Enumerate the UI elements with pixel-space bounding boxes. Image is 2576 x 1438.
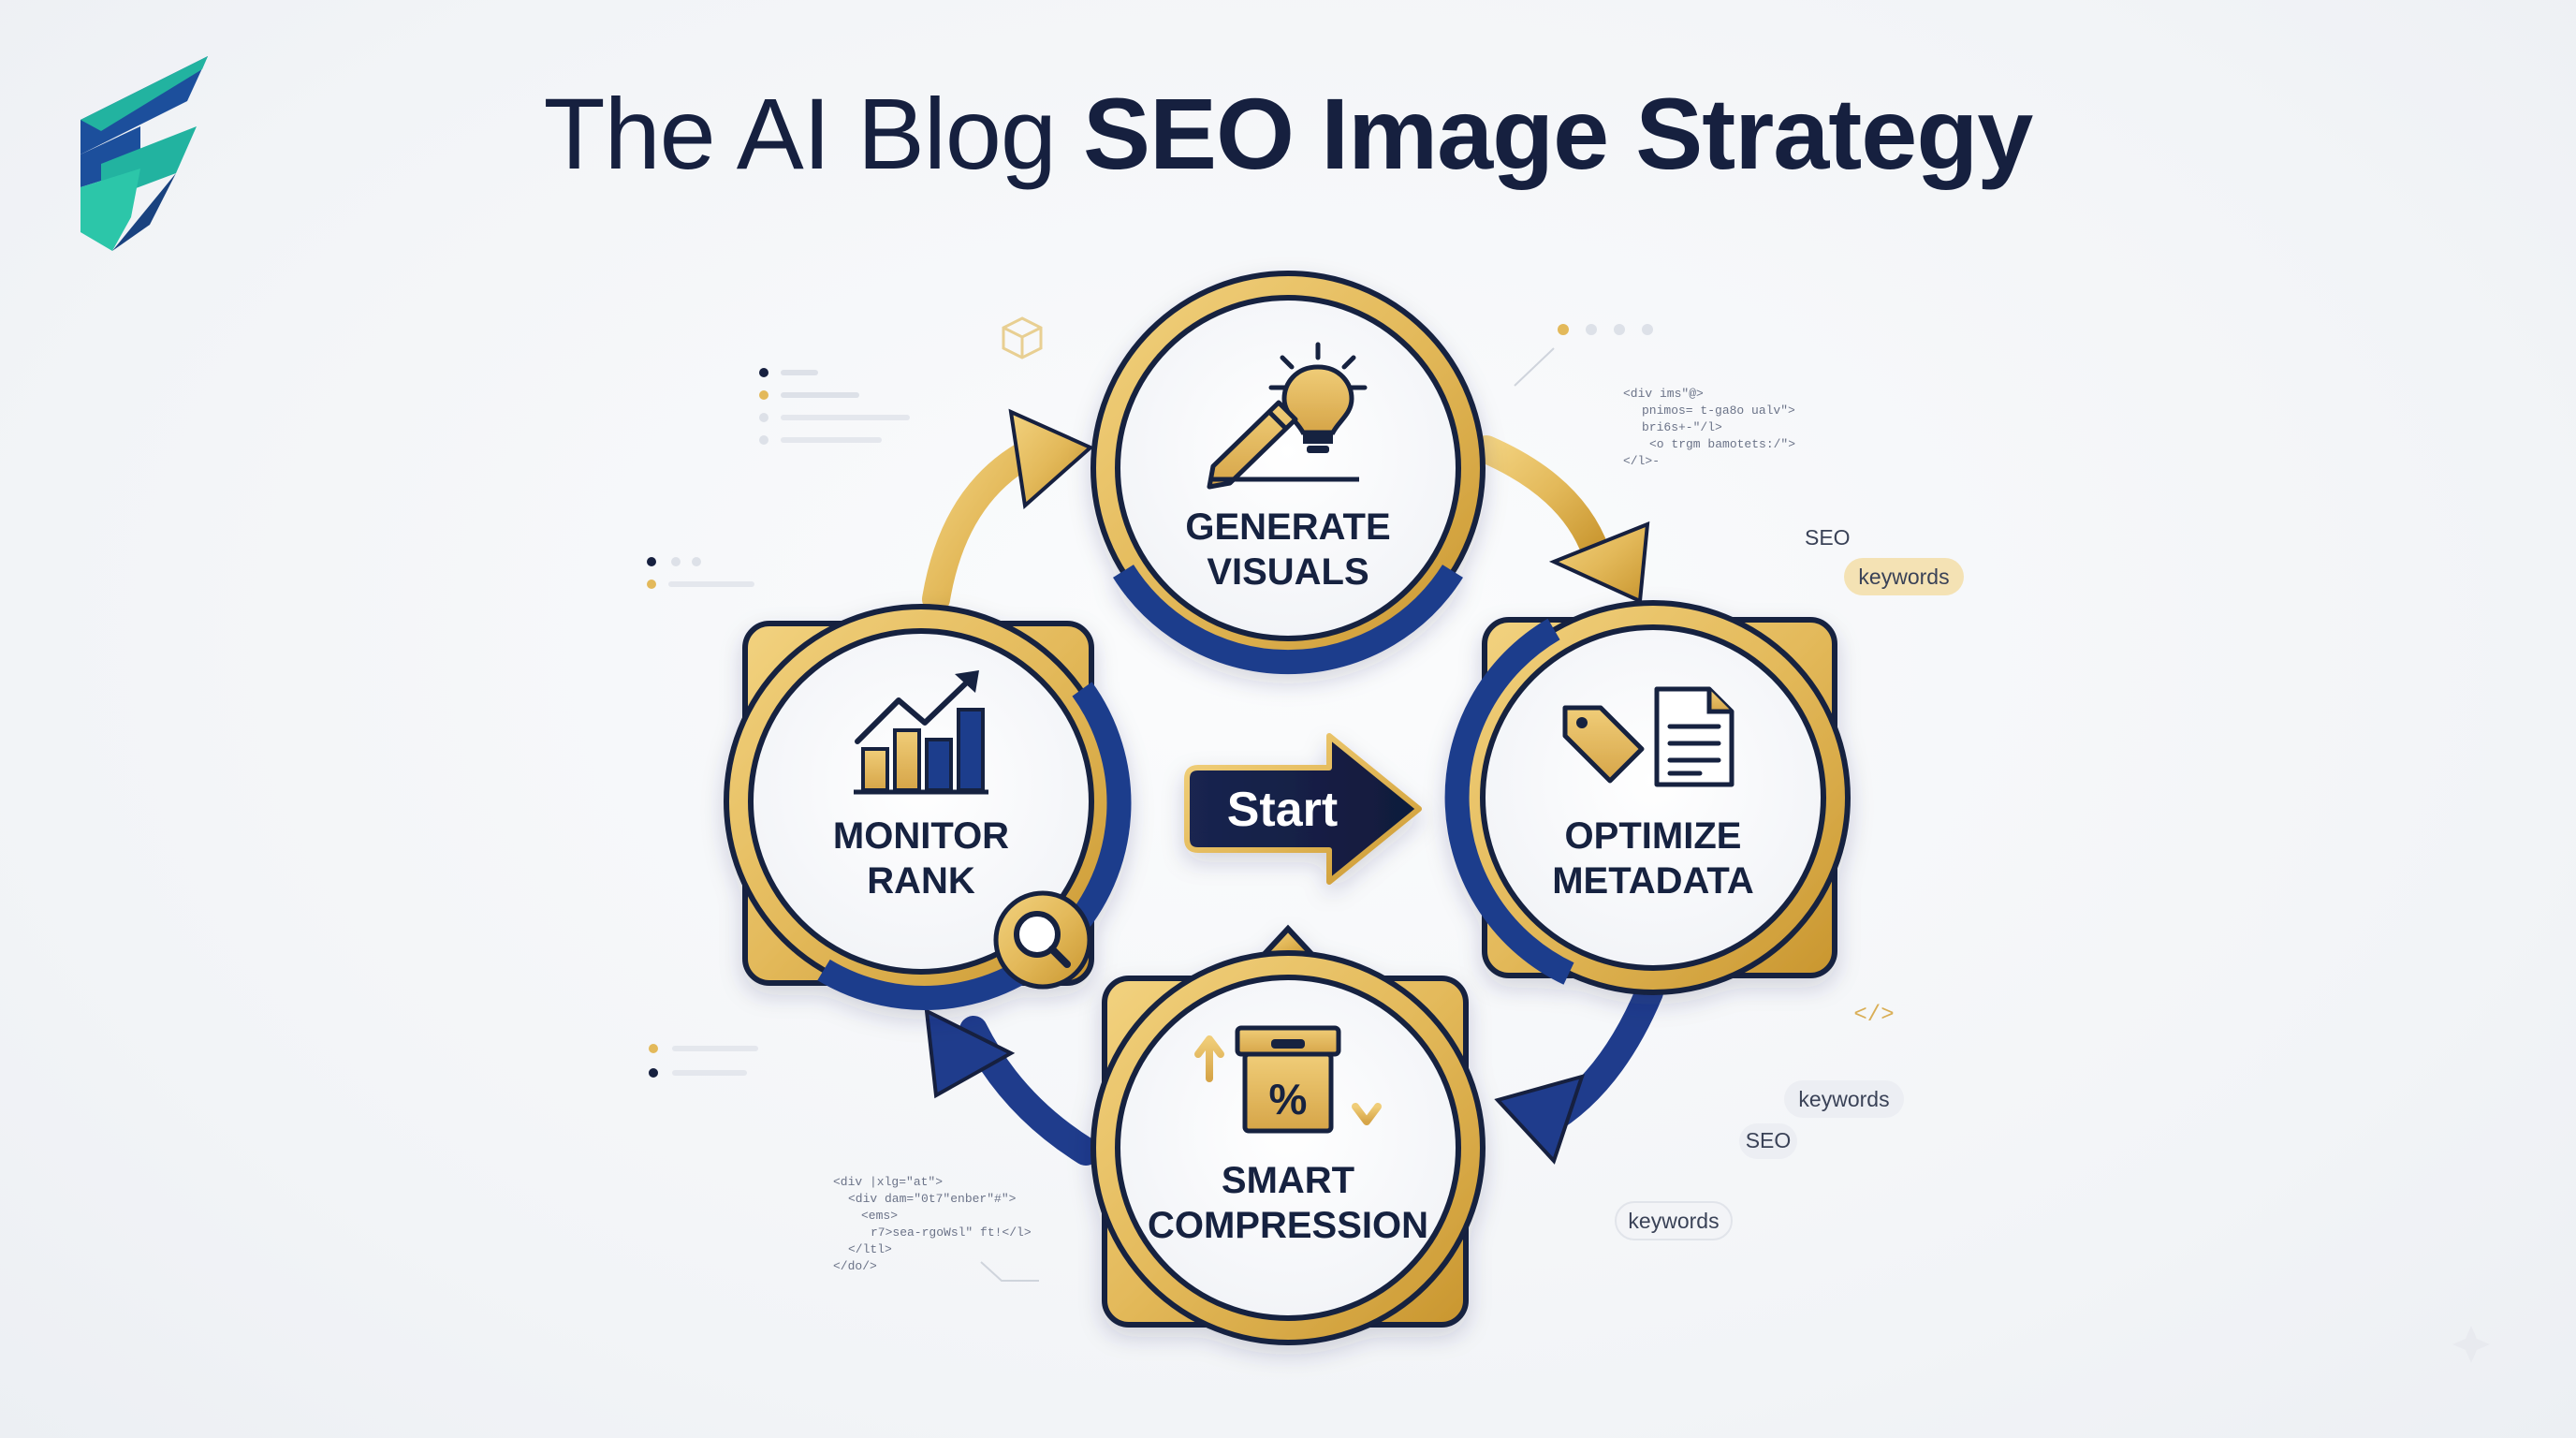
tag-keywords-mid: keywords [1784, 1080, 1904, 1118]
step-monitor-line1: MONITOR [833, 815, 1009, 857]
code-icon: </> [1853, 1003, 1894, 1028]
cycle-arrows [922, 408, 1663, 1166]
svg-text:keywords: keywords [1798, 1087, 1889, 1111]
svg-text:</ltl>: </ltl> [848, 1242, 892, 1256]
magnifier-badge-icon [993, 890, 1092, 990]
svg-text:<div dam="0t7"enber"#">: <div dam="0t7"enber"#"> [848, 1192, 1017, 1206]
step-generate-line1: GENERATE [1185, 506, 1390, 548]
svg-text:<o trgm bamotets:/">: <o trgm bamotets:/"> [1649, 437, 1795, 451]
tag-seo-top: SEO [1805, 525, 1851, 550]
svg-text:bri6s+-"/l>: bri6s+-"/l> [1642, 420, 1722, 434]
tag-seo-mid: SEO [1739, 1123, 1797, 1159]
rising-bar-chart-icon [854, 670, 988, 795]
step-monitor-rank: MONITOR RANK [724, 604, 1132, 1010]
svg-text:<ems>: <ems> [861, 1209, 898, 1223]
step-generate-line2: VISUALS [1207, 551, 1368, 593]
svg-text:</l>-: </l>- [1623, 454, 1660, 468]
pencil-lightbulb-icon [1207, 342, 1368, 490]
arrow-generate-to-optimize [1472, 435, 1610, 566]
page-title: The AI Blog SEO Image Strategy [0, 75, 2576, 192]
start-arrow: Start [1184, 733, 1422, 885]
decor-connector-line [980, 1261, 1039, 1282]
arrowhead-to-compression [1494, 1074, 1586, 1165]
svg-text:</do/>: </do/> [833, 1259, 877, 1273]
svg-text:pnimos= t-ga8o ualv">: pnimos= t-ga8o ualv"> [1642, 404, 1795, 418]
step-optimize-metadata: OPTIMIZE METADATA [1444, 600, 1851, 995]
tag-document-icon [1562, 686, 1734, 787]
svg-text:r7>sea-rgoWsl" ft!</l>: r7>sea-rgoWsl" ft!</l> [871, 1225, 1032, 1240]
arrowhead-to-optimize [1548, 521, 1650, 604]
brand-logo [80, 56, 208, 251]
svg-text:<div |xlg="at">: <div |xlg="at"> [833, 1175, 943, 1189]
step-compression-line1: SMART [1222, 1160, 1354, 1201]
decor-lines-mid-left [647, 557, 754, 589]
tag-keywords-low: keywords [1615, 1201, 1733, 1240]
sparkle-icon [2452, 1326, 2490, 1363]
svg-text:keywords: keywords [1858, 565, 1949, 589]
cube-icon [1002, 316, 1043, 360]
title-part-bold: SEO Image Strategy [1082, 77, 2033, 190]
svg-text:%: % [1269, 1075, 1308, 1123]
step-smart-compression: % SMART COMPRESSION [1090, 924, 1486, 1345]
code-snippet-bottom-left: <div |xlg="at"> <div dam="0t7"enber"#"> … [833, 1175, 1032, 1273]
tag-keywords-top: keywords [1844, 558, 1964, 595]
percent-box-icon: % [1194, 1025, 1382, 1134]
decor-lines-bottom-left [649, 1044, 758, 1078]
decor-lines-top-left [759, 368, 910, 445]
step-generate-visuals: GENERATE VISUALS [1090, 271, 1486, 675]
step-monitor-line2: RANK [867, 860, 975, 902]
title-part-light: The AI Blog [543, 77, 1083, 190]
svg-text:<div ims"@>: <div ims"@> [1623, 387, 1704, 401]
code-snippet-top-right: <div ims"@> pnimos= t-ga8o ualv"> bri6s+… [1623, 387, 1795, 468]
start-label: Start [1227, 783, 1338, 837]
decor-dots-top-right [1514, 324, 1653, 387]
step-compression-line2: COMPRESSION [1148, 1205, 1428, 1246]
step-optimize-line2: METADATA [1552, 860, 1754, 902]
step-optimize-line1: OPTIMIZE [1565, 815, 1742, 857]
svg-text:keywords: keywords [1628, 1209, 1719, 1233]
svg-text:SEO: SEO [1746, 1128, 1792, 1152]
arrowhead-to-monitor [924, 1007, 1016, 1099]
arrowhead-to-generate [1008, 408, 1094, 509]
